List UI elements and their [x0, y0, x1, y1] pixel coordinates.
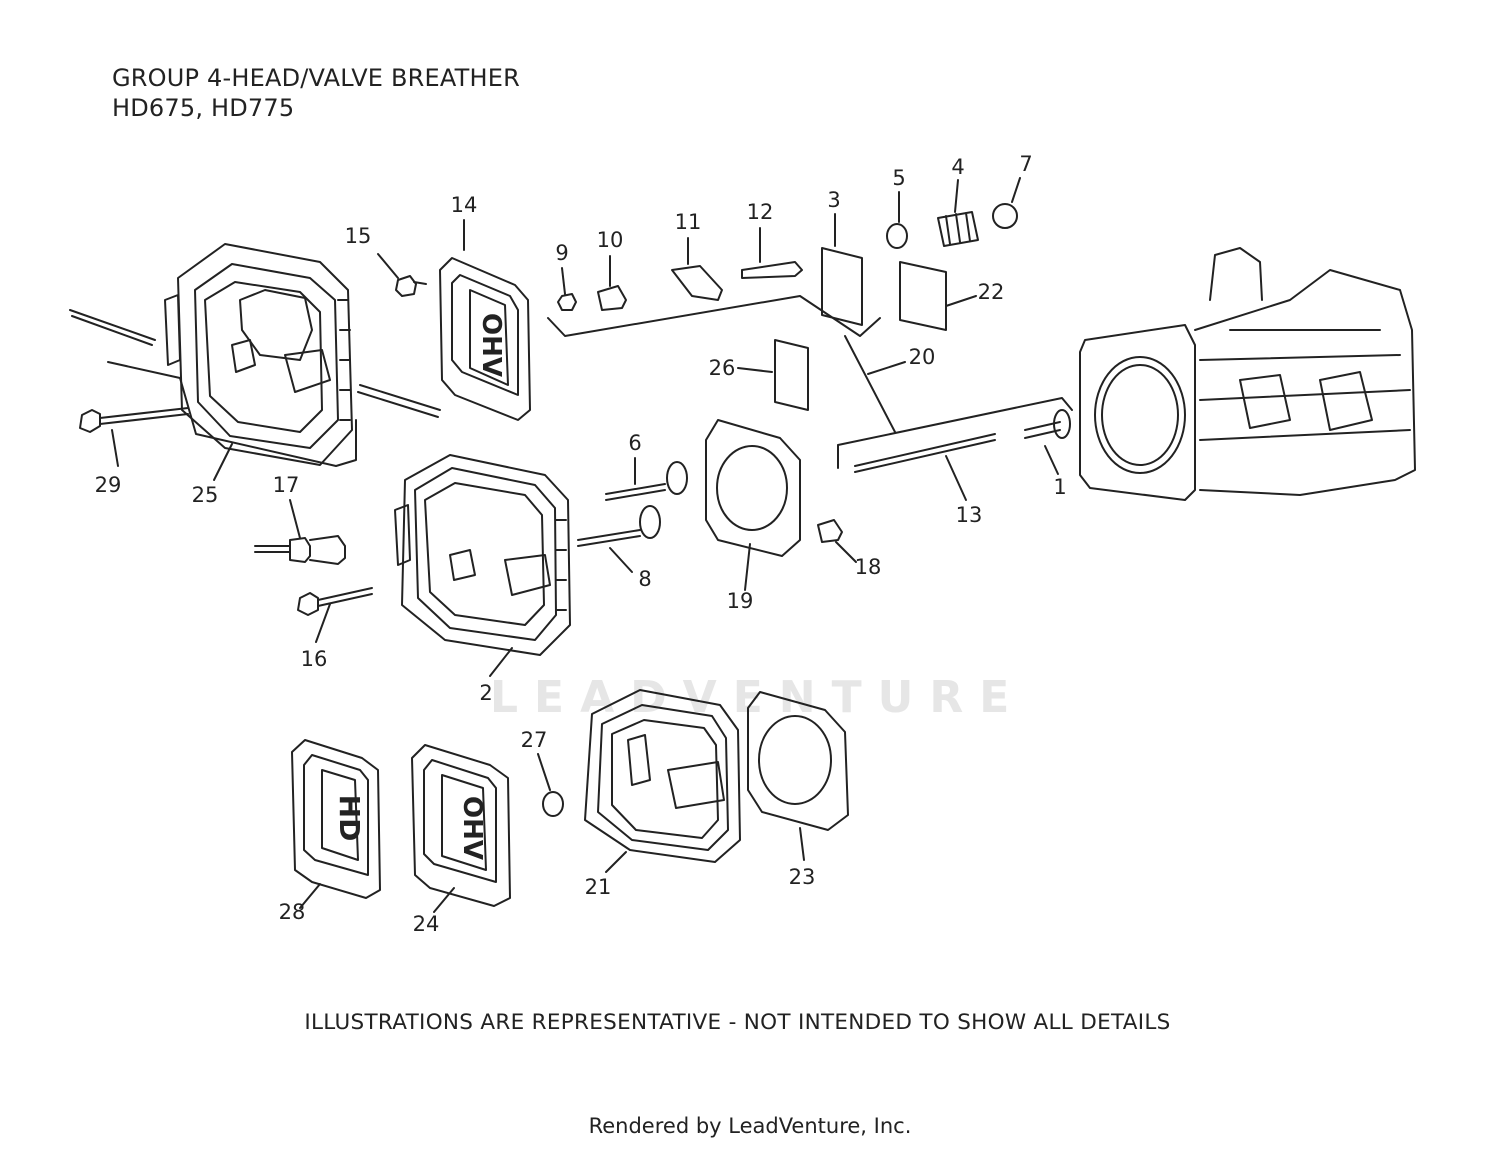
callout-20: 20	[909, 345, 936, 369]
leader-4	[954, 179, 959, 213]
part-12-stud	[741, 261, 803, 279]
callout-29: 29	[95, 473, 122, 497]
leader-27	[537, 753, 551, 791]
exploded-parts-diagram: OHV OHV HD 1 2 3 4 5 6 7 8 9 10 11 12 13…	[69, 152, 1416, 936]
part-15-bolt	[395, 275, 427, 297]
leader-20	[867, 361, 906, 375]
part-7-valve-seal	[992, 203, 1018, 229]
leader-15	[377, 253, 399, 279]
callout-8: 8	[638, 567, 651, 591]
callout-7: 7	[1019, 152, 1032, 176]
part-26-plate	[774, 339, 809, 411]
callout-2: 2	[479, 681, 492, 705]
leader-16	[315, 603, 331, 643]
callout-25: 25	[192, 483, 219, 507]
leader-2	[489, 647, 513, 677]
part-18-dowel	[817, 519, 843, 543]
leader-18	[835, 541, 857, 563]
leader-19	[744, 543, 751, 591]
callout-4: 4	[951, 155, 964, 179]
part-11-rocker-arm	[671, 265, 723, 301]
callout-10: 10	[597, 228, 624, 252]
footer-credit: Rendered by LeadVenture, Inc.	[588, 1114, 912, 1138]
callout-18: 18	[855, 555, 882, 579]
callout-9: 9	[555, 241, 568, 265]
callout-27: 27	[521, 728, 548, 752]
part-22-guide-plate	[899, 261, 947, 331]
leader-28	[299, 883, 321, 909]
part-16-bolt	[297, 587, 373, 616]
callout-28: 28	[279, 900, 306, 924]
callout-1: 1	[1053, 475, 1066, 499]
part-1-tappet	[1024, 409, 1071, 439]
callout-15: 15	[345, 224, 372, 248]
part-28-valve-cover-hd	[291, 739, 381, 899]
callout-23: 23	[789, 865, 816, 889]
cover-24-marking: OHV	[457, 796, 487, 860]
part-17-spark-plug	[254, 535, 346, 565]
part-14-valve-cover-ohv	[439, 257, 531, 421]
leader-24	[433, 887, 455, 913]
part-2-cylinder-head	[394, 454, 571, 656]
part-29-bolt	[79, 407, 189, 433]
leader-22	[945, 295, 977, 307]
pushrod-bracket-line	[844, 335, 896, 433]
leader-13	[945, 455, 967, 501]
part-27-breather	[542, 791, 564, 817]
leader-23	[799, 827, 805, 861]
callout-11: 11	[675, 210, 702, 234]
rocker-bracket-line	[547, 295, 881, 337]
cover-14-marking: OHV	[476, 313, 506, 377]
part-5-retainer	[886, 223, 908, 249]
callout-19: 19	[727, 589, 754, 613]
diagram-title: GROUP 4-HEAD/VALVE BREATHER	[112, 64, 521, 92]
disclaimer-text: ILLUSTRATIONS ARE REPRESENTATIVE - NOT I…	[304, 1010, 1171, 1035]
callout-5: 5	[892, 166, 905, 190]
leader-17	[289, 499, 301, 539]
cover-28-marking: HD	[333, 795, 366, 842]
callout-14: 14	[451, 193, 478, 217]
diagram-models: HD675, HD775	[112, 94, 295, 122]
callout-12: 12	[747, 200, 774, 224]
callout-22: 22	[978, 280, 1005, 304]
callout-16: 16	[301, 647, 328, 671]
stud-left	[69, 309, 156, 346]
leader-1	[1044, 445, 1059, 475]
callout-24: 24	[413, 912, 440, 936]
callout-21: 21	[585, 875, 612, 899]
engine-block	[1079, 247, 1416, 501]
part-23-head-gasket	[747, 691, 849, 831]
pushrod-bracket-line-2	[837, 397, 1073, 469]
callout-17: 17	[273, 473, 300, 497]
leader-8	[609, 547, 633, 573]
part-4-valve-spring	[937, 211, 979, 247]
leader-21	[605, 851, 627, 873]
part-6-valve	[605, 461, 688, 501]
part-25-cylinder-head	[164, 243, 353, 466]
callout-3: 3	[827, 188, 840, 212]
part-24-valve-cover-ohv	[411, 744, 511, 907]
stud-right	[357, 384, 441, 418]
callout-6: 6	[628, 431, 641, 455]
leader-25	[213, 443, 233, 481]
part-25-bracket-line	[107, 361, 357, 467]
part-3-guide-plate	[821, 247, 863, 326]
leader-26	[737, 367, 773, 373]
watermark-text: LEADVENTURE	[490, 672, 1026, 723]
part-21-cylinder-head	[584, 689, 741, 863]
callout-13: 13	[956, 503, 983, 527]
part-9-nut	[557, 293, 577, 311]
leader-7	[1011, 177, 1021, 203]
leader-9	[561, 267, 566, 295]
part-8-valve	[577, 505, 661, 547]
leader-29	[111, 429, 119, 467]
part-19-head-gasket	[705, 419, 801, 557]
part-13-pushrod	[854, 433, 996, 473]
part-10-adjuster	[597, 285, 627, 311]
callout-26: 26	[709, 356, 736, 380]
